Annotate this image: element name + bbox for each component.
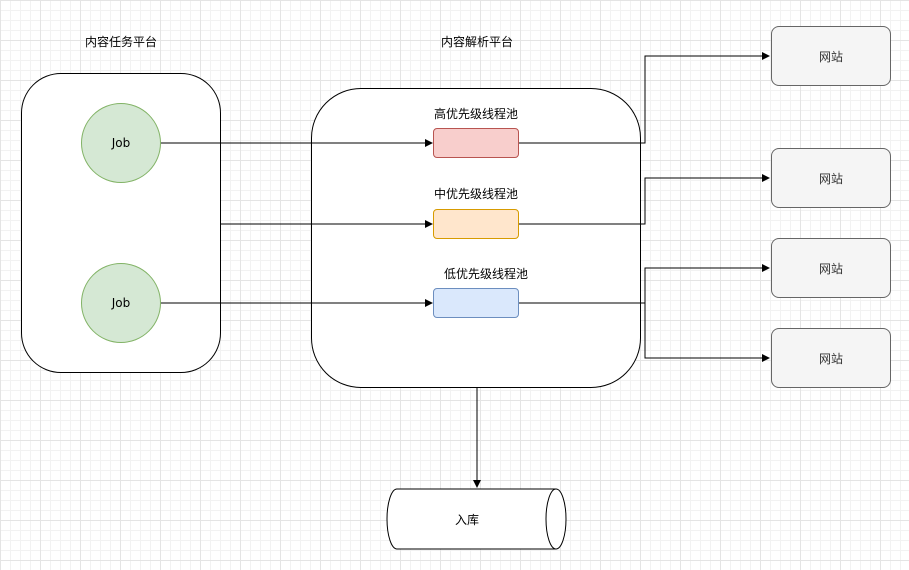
website-node-3: 网站 bbox=[771, 238, 891, 298]
job-label: Job bbox=[111, 136, 131, 150]
edge-low-site3 bbox=[519, 264, 770, 304]
edge-high-site1 bbox=[519, 52, 770, 144]
website-label: 网站 bbox=[818, 351, 843, 366]
high-priority-pool-label: 高优先级线程池 bbox=[433, 107, 518, 121]
job-label: Job bbox=[111, 296, 131, 310]
low-priority-pool bbox=[433, 288, 519, 318]
edge-low-site4 bbox=[644, 303, 770, 362]
task-platform-title: 内容任务平台 bbox=[84, 35, 157, 49]
edge-mid-site2 bbox=[519, 174, 770, 225]
website-label: 网站 bbox=[818, 261, 843, 276]
storage-cylinder bbox=[386, 488, 567, 550]
storage-label: 入库 bbox=[454, 512, 479, 527]
website-node-4: 网站 bbox=[771, 328, 891, 388]
website-node-2: 网站 bbox=[771, 148, 891, 208]
low-priority-pool-label: 低优先级线程池 bbox=[443, 267, 528, 281]
website-label: 网站 bbox=[818, 49, 843, 64]
mid-priority-pool-label: 中优先级线程池 bbox=[433, 187, 518, 201]
high-priority-pool bbox=[433, 128, 519, 158]
parse-platform-title: 内容解析平台 bbox=[440, 35, 513, 49]
website-label: 网站 bbox=[818, 171, 843, 186]
mid-priority-pool bbox=[433, 209, 519, 239]
website-node-1: 网站 bbox=[771, 26, 891, 86]
job-node-2: Job bbox=[81, 263, 161, 343]
job-node-1: Job bbox=[81, 103, 161, 183]
